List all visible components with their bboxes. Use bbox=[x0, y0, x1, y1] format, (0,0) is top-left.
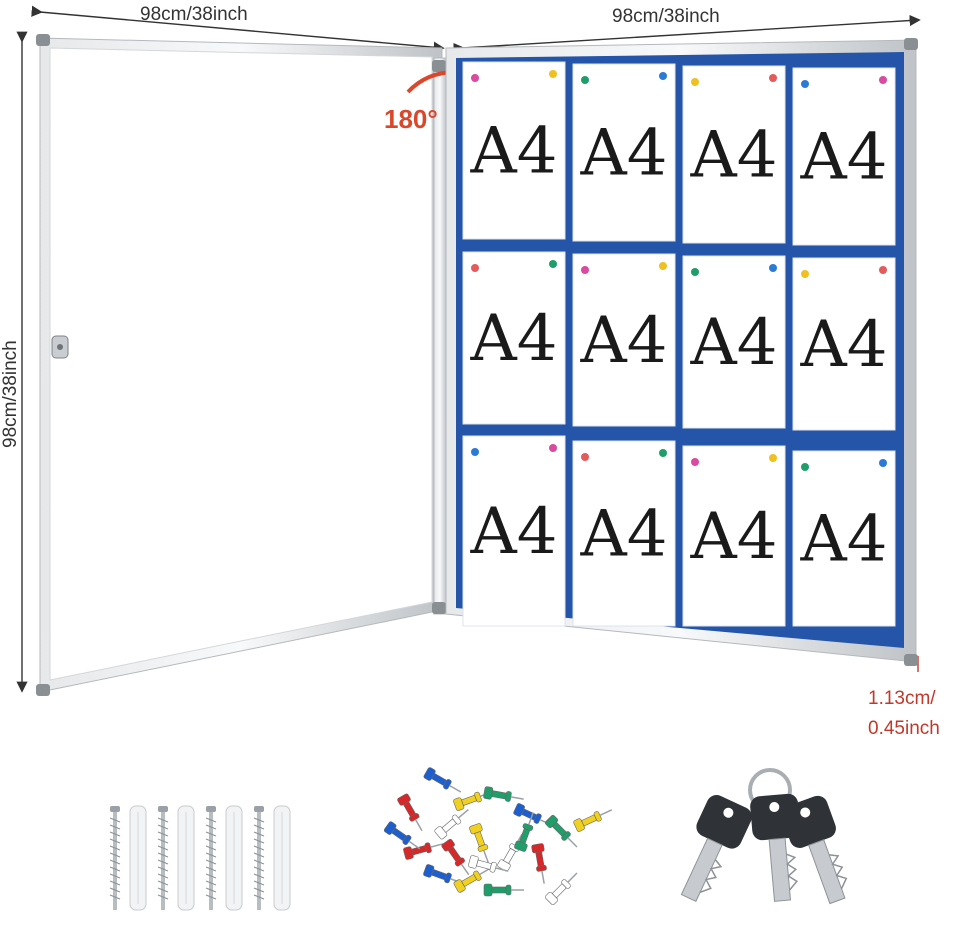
push-pin bbox=[383, 821, 421, 850]
screw bbox=[109, 806, 121, 910]
depth-label-line1: 1.13cm/ bbox=[868, 688, 936, 709]
wall-plug bbox=[129, 805, 147, 911]
push-pin bbox=[544, 814, 578, 848]
push-pin bbox=[801, 463, 809, 471]
push-pin bbox=[469, 823, 489, 863]
hinge-bar bbox=[432, 57, 447, 615]
a4-sheet: A4 bbox=[462, 435, 566, 627]
door-width-dimension-line bbox=[31, 5, 445, 53]
a4-label: A4 bbox=[800, 308, 888, 382]
push-pin bbox=[531, 843, 547, 884]
wall-plug bbox=[225, 805, 243, 911]
push-pin bbox=[549, 260, 557, 268]
push-pin bbox=[441, 838, 470, 876]
push-pin bbox=[423, 767, 462, 793]
push-pin bbox=[581, 76, 589, 84]
lock-icon bbox=[51, 335, 69, 359]
push-pin bbox=[769, 74, 777, 82]
push-pin bbox=[471, 448, 479, 456]
a4-sheet: A4 bbox=[572, 440, 676, 627]
push-pin bbox=[659, 72, 667, 80]
push-pin bbox=[801, 80, 809, 88]
a4-label: A4 bbox=[690, 500, 778, 574]
a4-sheet: A4 bbox=[462, 251, 566, 425]
screw bbox=[205, 806, 217, 910]
screw bbox=[253, 806, 265, 910]
a4-sheet: A4 bbox=[792, 450, 896, 627]
a4-sheet: A4 bbox=[462, 61, 566, 240]
push-pin bbox=[691, 458, 699, 466]
push-pin bbox=[879, 76, 887, 84]
push-pin bbox=[514, 812, 534, 852]
push-pin bbox=[397, 793, 423, 832]
push-pin bbox=[573, 809, 613, 832]
a4-sheet: A4 bbox=[792, 67, 896, 246]
door-width-label: 98cm/38inch bbox=[140, 4, 248, 25]
a4-label: A4 bbox=[690, 306, 778, 380]
a4-label: A4 bbox=[470, 495, 558, 569]
a4-sheet: A4 bbox=[682, 445, 786, 627]
push-pin bbox=[769, 454, 777, 462]
a4-label: A4 bbox=[800, 503, 888, 577]
push-pin bbox=[801, 270, 809, 278]
push-pin bbox=[691, 268, 699, 276]
push-pin bbox=[471, 74, 479, 82]
wall-plug bbox=[273, 805, 291, 911]
push-pin bbox=[549, 70, 557, 78]
height-label: 98cm/38inch bbox=[0, 340, 21, 448]
push-pin bbox=[879, 266, 887, 274]
keys bbox=[680, 768, 848, 905]
a4-label: A4 bbox=[470, 115, 558, 189]
rotation-label: 180° bbox=[384, 104, 438, 134]
a4-sheet: A4 bbox=[682, 255, 786, 429]
push-pin bbox=[544, 872, 578, 906]
push-pin bbox=[769, 264, 777, 272]
push-pin bbox=[581, 453, 589, 461]
depth-label-line2: 0.45inch bbox=[868, 718, 940, 739]
push-pin bbox=[659, 449, 667, 457]
a4-label: A4 bbox=[470, 302, 558, 376]
push-pins bbox=[383, 767, 613, 906]
wall-plug bbox=[177, 805, 195, 911]
push-pin bbox=[471, 264, 479, 272]
push-pin bbox=[468, 855, 509, 873]
push-pin bbox=[659, 262, 667, 270]
a4-label: A4 bbox=[580, 117, 668, 191]
push-pin bbox=[403, 842, 444, 860]
key bbox=[680, 795, 752, 902]
a4-sheet: A4 bbox=[682, 65, 786, 244]
push-pin bbox=[483, 883, 524, 897]
push-pin bbox=[549, 444, 557, 452]
a4-sheet: A4 bbox=[792, 257, 896, 431]
push-pin bbox=[581, 266, 589, 274]
board-width-label: 98cm/38inch bbox=[612, 6, 720, 27]
key bbox=[781, 795, 848, 905]
a4-sheet: A4 bbox=[572, 63, 676, 242]
push-pin bbox=[453, 791, 493, 811]
a4-label: A4 bbox=[580, 304, 668, 378]
a4-label: A4 bbox=[580, 498, 668, 572]
push-pin bbox=[691, 78, 699, 86]
push-pin bbox=[879, 459, 887, 467]
a4-label: A4 bbox=[800, 121, 888, 195]
board-width-dimension-line bbox=[453, 14, 921, 55]
a4-sheet: A4 bbox=[572, 253, 676, 427]
push-pin bbox=[434, 808, 469, 840]
a4-label: A4 bbox=[690, 119, 778, 193]
wall-plugs-and-screws bbox=[109, 805, 291, 911]
screw bbox=[157, 806, 169, 910]
push-pin bbox=[483, 786, 524, 802]
glass-door bbox=[36, 34, 443, 696]
